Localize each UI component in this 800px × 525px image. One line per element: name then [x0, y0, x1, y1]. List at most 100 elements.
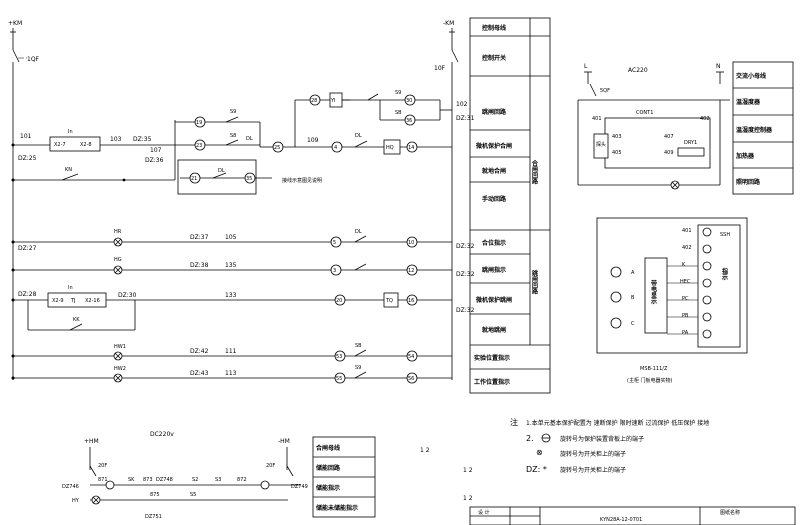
notes-line3: 旋转号为开关柜上的端子	[560, 450, 626, 458]
trip-circuit-row: DZ:28 X2-9 TJ X2-16 In DZ:30 133 20 TQ 1…	[11, 285, 475, 331]
ac-n: N	[716, 63, 721, 70]
ac-row-0: 交流小母线	[736, 72, 766, 80]
dev-s2: S2	[192, 477, 198, 483]
ac-row-4: 照明回路	[736, 178, 761, 186]
svg-text:55: 55	[336, 376, 342, 382]
notes-line2-num: 2.	[526, 434, 534, 443]
term-dz31: DZ:31	[456, 115, 475, 122]
dm-pa: PA	[682, 330, 689, 336]
wire-401: 401	[592, 116, 602, 122]
dev-sk: SK	[128, 477, 135, 483]
tb-col1: 设 计	[478, 509, 490, 516]
right-bus: -KM 10F	[434, 20, 459, 380]
dm-b: B	[631, 295, 635, 301]
wire-103: 103	[110, 136, 122, 143]
dev-kn: KN	[65, 167, 72, 173]
ac-dry1: DRY1	[684, 140, 697, 146]
dm-c: C	[631, 321, 635, 327]
ft-group-close: 合闸回路	[531, 159, 538, 185]
notes-dz: DZ: *	[526, 465, 547, 474]
wire-401b: 401	[682, 228, 692, 234]
bt-row-2: 储能指示	[315, 484, 340, 492]
svg-text:12: 12	[408, 268, 414, 274]
ac-probe: 探头	[596, 141, 606, 148]
dev-sb: SB	[395, 110, 402, 116]
term-dz27: DZ:27	[18, 245, 37, 252]
wire-107: 107	[150, 147, 162, 154]
wire-872: 872	[237, 477, 247, 483]
term-dz25: DZ:25	[18, 155, 37, 162]
ft-row-2: 跳闸回路	[482, 108, 507, 116]
ft-row-0: 控制母线	[482, 24, 506, 32]
wire-873: 873	[143, 477, 153, 483]
term-dz32a: DZ:32	[456, 243, 475, 250]
svg-text:36: 36	[406, 118, 412, 124]
notes-line1: 1.本单元基本保护配置为 速断保护 限时速断 过流保护 低压保护 接地	[526, 419, 709, 427]
tb-name: 图纸名称	[720, 509, 740, 516]
term-dz748: DZ748	[156, 477, 173, 483]
dev-x216: X2-16	[85, 298, 100, 304]
svg-text:3: 3	[333, 268, 336, 274]
wire-402: 402	[700, 116, 710, 122]
left-bus: +KM 1QF	[8, 20, 40, 380]
svg-text:30: 30	[406, 98, 412, 104]
ft-row-8: 微机保护跳闸	[475, 296, 512, 304]
closing-circuit: 101 DZ:25 X2-7 X2-8 In 103 DZ:35 107 DZ:…	[11, 90, 475, 195]
hm-neg: -HM	[278, 438, 290, 445]
svg-text:20: 20	[336, 298, 342, 304]
svg-text:28: 28	[311, 98, 317, 104]
svg-text:16: 16	[408, 298, 414, 304]
dev-s9: S9	[230, 109, 236, 115]
wire-111: 111	[225, 348, 237, 355]
bus-pos-label: +KM	[8, 20, 22, 27]
dc-label: DC220v	[150, 431, 174, 438]
wire-871: 871	[98, 477, 108, 483]
term-dz37: DZ:37	[190, 234, 209, 241]
notes-marker: ⊗	[536, 448, 543, 457]
dev-s9c: S9	[355, 365, 361, 371]
ft-row-9: 就地跳闸	[482, 326, 506, 334]
wire-109: 109	[307, 137, 319, 144]
term-dz28: DZ:28	[18, 291, 37, 298]
dm-indicator: 指示	[721, 267, 728, 281]
dev-dl4: DL	[355, 229, 362, 235]
wire-135: 135	[225, 262, 237, 269]
notes-nums-b: 1 2	[463, 467, 473, 474]
ft-group-trip: 跳闸回路	[531, 269, 538, 295]
wire-402b: 402	[682, 245, 692, 251]
ac-row-1: 温湿度器	[736, 98, 761, 106]
bt-row-0: 合闸母线	[316, 444, 340, 452]
dev-dl3: DL	[355, 133, 362, 139]
dm-hec: HEC	[680, 279, 691, 285]
wire-113: 113	[225, 370, 237, 377]
wire-405: 405	[612, 150, 622, 156]
storage-circuit: DC220v +HM -HM 20F 20F DZ746 DZ749 871 S…	[62, 431, 376, 520]
bt-row-1: 储能回路	[315, 464, 341, 472]
ft-row-6: 合位指示	[482, 239, 506, 247]
term-dz30: DZ:30	[118, 292, 137, 299]
close-indicator-row: DZ:27 HR DZ:37 105 5 DL 10 DZ:32	[11, 229, 475, 252]
term-dz749: DZ749	[291, 484, 308, 490]
term-dz751: DZ751	[145, 514, 162, 520]
dev-hg: HG	[114, 257, 122, 263]
term-dz32c: DZ:32	[456, 307, 475, 314]
wire-409: 409	[664, 150, 674, 156]
dev-s8: S8	[230, 133, 236, 139]
dev-sb2: SB	[355, 343, 362, 349]
wire-407: 407	[664, 134, 674, 140]
dev-hq: HQ	[386, 145, 394, 151]
f20a: 20F	[98, 463, 107, 469]
notes-line4: 旋转号为开关柜上的端子	[560, 466, 626, 474]
ft-row-5: 手动回路	[482, 195, 507, 203]
svg-text:14: 14	[408, 145, 414, 151]
open-indicator-row: HG DZ:38 135 3 12 DZ:32	[11, 257, 475, 278]
bt-row-3: 储能未储能指示	[315, 504, 358, 512]
dev-in2: In	[68, 285, 73, 291]
dev-hy: HY	[72, 498, 80, 504]
dev-hw1: HW1	[114, 344, 126, 350]
dev-in1: In	[68, 129, 73, 135]
tb-drawing: KYN28A-12-0701	[600, 517, 642, 523]
dev-s9b: S9	[395, 90, 401, 96]
ft-row-1: 控制开关	[482, 54, 506, 62]
